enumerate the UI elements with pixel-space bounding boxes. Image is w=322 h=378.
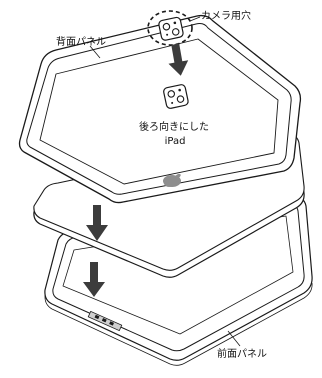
ipad-label-line2: iPad [165, 136, 186, 147]
leader-front-panel [227, 330, 241, 347]
front-panel-lip-edge [44, 282, 313, 366]
back-panel-inner [26, 23, 292, 195]
leader-back-panel [89, 45, 101, 59]
arrow-back-panel-down [168, 43, 189, 76]
front-panel-connector [87, 310, 123, 332]
back-panel [18, 14, 302, 204]
ipad-camera-module [163, 84, 189, 109]
ipad-label-line1: 後ろ向きにした [139, 120, 209, 133]
camera-hole-label: カメラ用穴 [201, 9, 251, 22]
leader-camera-hole [189, 16, 201, 22]
apple-logo [163, 173, 181, 187]
back-panel-label: 背面パネル [56, 35, 106, 48]
camera-hole-highlight [147, 10, 193, 46]
front-panel-label: 前面パネル [217, 347, 267, 360]
arrow-to-front-panel [83, 262, 105, 297]
back-panel-outer [18, 14, 302, 204]
arrow-to-ipad [86, 205, 108, 241]
camera-module [158, 16, 184, 41]
back-panel-window [39, 38, 279, 185]
